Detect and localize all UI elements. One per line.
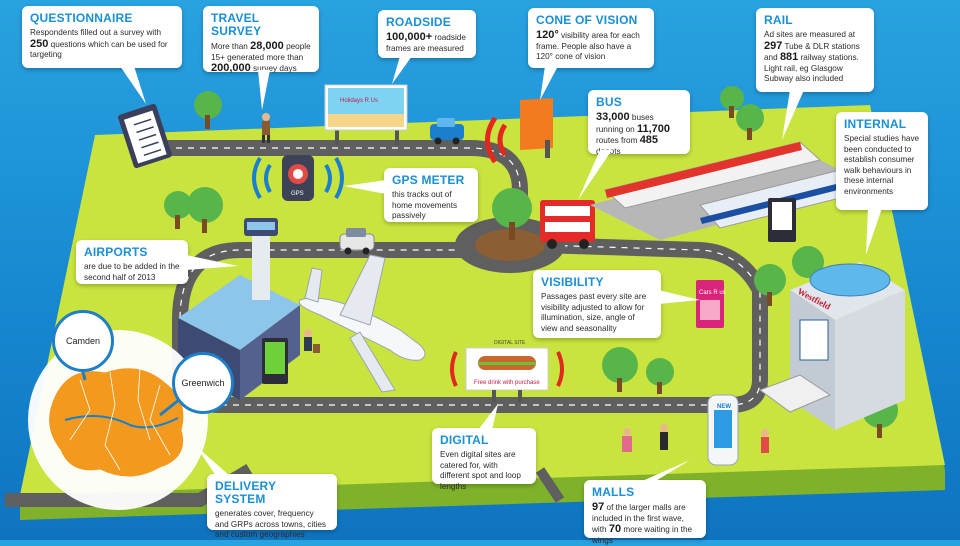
red-bus xyxy=(540,200,595,249)
traveller-figure xyxy=(304,329,320,353)
airports-title: AIRPORTS xyxy=(84,245,148,259)
callout-digital: DIGITAL Even digital sites are catered f… xyxy=(432,428,536,491)
roundabout-center xyxy=(475,229,545,261)
signal-waves-gps xyxy=(252,156,344,200)
map-label-greenwich: Greenwich xyxy=(172,352,234,414)
cars-r-us-text: Cars R us xyxy=(699,290,726,296)
malls-title: MALLS xyxy=(592,485,635,499)
callout-rail: RAIL Ad sites are measured at 297 Tube &… xyxy=(756,8,874,92)
roadside-billboard xyxy=(324,84,408,145)
delivery-system-title: DELIVERY SYSTEM xyxy=(215,479,276,506)
grey-car xyxy=(339,228,375,255)
rail-platform xyxy=(590,150,870,240)
questionnaire-text: Respondents filled out a survey with 250… xyxy=(30,28,168,60)
cone-of-vision-title: CONE OF VISION xyxy=(536,13,638,27)
cone-of-vision-text: 120° visibility area for each frame. Peo… xyxy=(536,29,640,62)
roadside-billboard-text: Holidays R Us xyxy=(340,98,378,104)
bus-text: 33,000 buses running on 11,700 routes fr… xyxy=(596,111,671,156)
callout-gps-meter: GPS METER this tracks out of home moveme… xyxy=(384,168,478,222)
travel-survey-title: TRAVEL SURVEY xyxy=(211,11,262,38)
visibility-text: Passages past every site are visibility … xyxy=(541,292,647,333)
malls-text: 97 of the larger malls are included in t… xyxy=(592,501,693,545)
airplane xyxy=(298,254,426,393)
internal-title: INTERNAL xyxy=(844,117,907,131)
clipboard-icon xyxy=(118,103,172,169)
pedestrian-figure xyxy=(262,113,270,143)
gps-meter-text: this tracks out of home movements passiv… xyxy=(392,190,458,221)
callout-airports: AIRPORTS are due to be added in the seco… xyxy=(76,240,188,284)
map-label-camden: Camden xyxy=(52,310,114,372)
airport-poster xyxy=(262,338,288,384)
airports-text: are due to be added in the second half o… xyxy=(84,262,180,282)
callout-cone-of-vision: CONE OF VISION 120° visibility area for … xyxy=(528,8,654,68)
questionnaire-title: QUESTIONNAIRE xyxy=(30,11,133,25)
london-map xyxy=(28,330,208,510)
road-left-connector xyxy=(535,467,565,503)
internal-text: Special studies have been conducted to e… xyxy=(844,134,920,196)
delivery-system-text: generates cover, frequency and GRPs acro… xyxy=(215,509,327,540)
gps-device-text: GPS xyxy=(291,191,304,197)
signal-waves-digital xyxy=(450,351,564,387)
callout-roadside: ROADSIDE 100,000+ roadside frames are me… xyxy=(378,10,476,58)
rail-poster xyxy=(768,198,796,242)
mall-building xyxy=(758,262,905,430)
cone-of-vision-sign xyxy=(520,98,553,158)
gps-meter-title: GPS METER xyxy=(392,173,465,187)
roadside-title: ROADSIDE xyxy=(386,15,451,29)
callout-visibility: VISIBILITY Passages past every site are … xyxy=(533,270,661,338)
camden-label: Camden xyxy=(65,336,101,346)
free-drink-text: Free drink with purchase xyxy=(474,380,540,386)
cars-r-us-poster xyxy=(696,280,724,328)
greenwich-label: Greenwich xyxy=(181,378,225,388)
road-markings xyxy=(140,147,761,406)
shopper-figures xyxy=(622,424,769,453)
callout-questionnaire: QUESTIONNAIRE Respondents filled out a s… xyxy=(22,6,182,68)
rail-text: Ad sites are measured at 297 Tube & DLR … xyxy=(764,30,860,84)
callout-bus: BUS 33,000 buses running on 11,700 route… xyxy=(588,90,690,156)
callout-travel-survey: TRAVEL SURVEY More than 28,000 people 15… xyxy=(203,6,319,75)
digital-site-label: DIGITAL SITE xyxy=(494,340,526,346)
travel-survey-text: More than 28,000 people 15+ generated mo… xyxy=(211,40,311,75)
rail-title: RAIL xyxy=(764,13,793,27)
digital-text: Even digital sites are catered for, with… xyxy=(440,450,521,491)
visibility-title: VISIBILITY xyxy=(541,275,604,289)
new-screen-text: NEW xyxy=(717,404,731,410)
roadside-text: 100,000+ roadside frames are measured xyxy=(386,31,466,53)
signal-waves-cone xyxy=(485,116,508,164)
gps-meter-device xyxy=(282,155,314,201)
bus-title: BUS xyxy=(596,95,622,109)
digital-title: DIGITAL xyxy=(440,433,489,447)
blue-car xyxy=(430,118,464,145)
callout-internal: INTERNAL Special studies have been condu… xyxy=(836,112,928,210)
mall-kiosk xyxy=(707,394,739,466)
callout-malls: MALLS 97 of the larger malls are include… xyxy=(584,480,706,545)
callout-delivery-system: DELIVERY SYSTEM generates cover, frequen… xyxy=(207,474,337,539)
digital-billboard xyxy=(465,347,549,402)
